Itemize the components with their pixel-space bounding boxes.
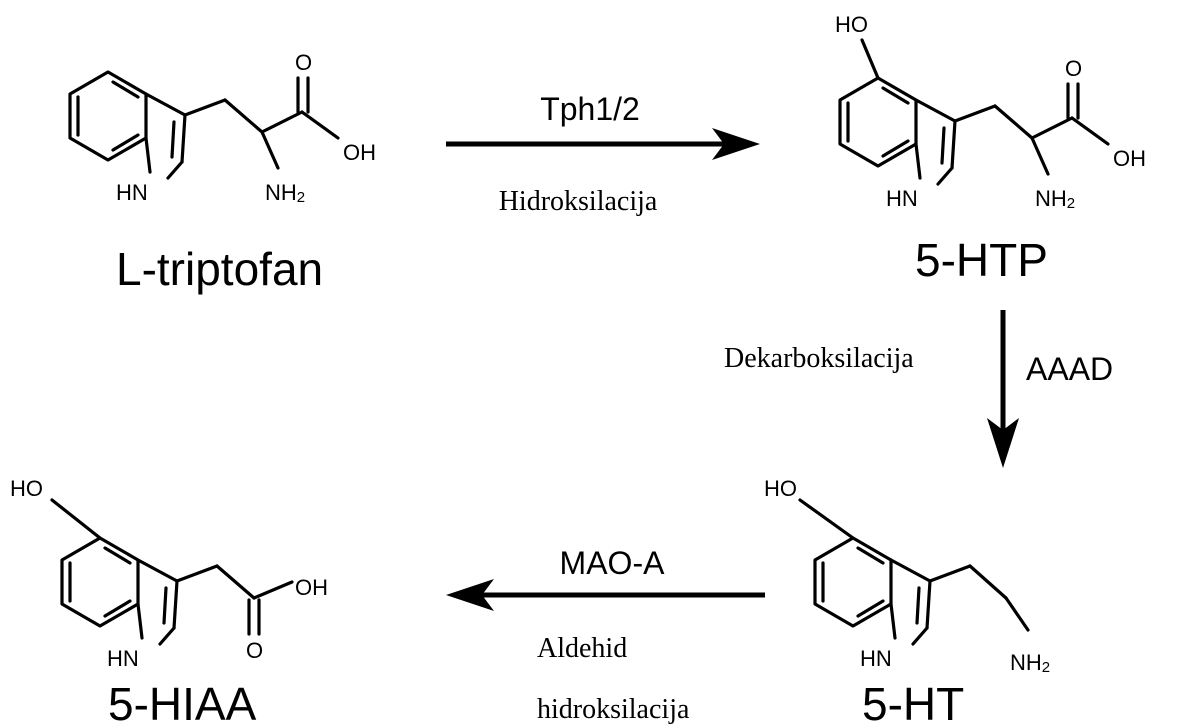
htp-oxo-label: O — [1065, 56, 1082, 81]
tryptophan-oxo-label: O — [295, 50, 312, 75]
hiaa-ho-label: HO — [10, 476, 43, 501]
enzyme-aaad: AAAD — [1026, 351, 1113, 387]
hiaa-structure — [50, 498, 294, 646]
compound-l-tryptophan: HN O OH NH2 L-triptofan — [68, 50, 376, 295]
process-hidroksilacija-2: hidroksilacija — [537, 694, 690, 725]
reaction-decarboxylation: Dekarboksilacija AAAD — [724, 310, 1113, 468]
hiaa-oh-label: OH — [295, 575, 328, 600]
process-aldehid: Aldehid — [537, 633, 627, 664]
reaction-oxidative-deamination: MAO-A Aldehid hidroksilacija — [446, 545, 765, 725]
hiaa-hn-label: HN — [107, 646, 139, 671]
compound-5-hiaa: HO HN OH O 5-HIAA — [10, 476, 328, 726]
ht-hn-label: HN — [860, 646, 892, 671]
arrow-head-right — [712, 128, 760, 160]
htp-oh-label: OH — [1113, 146, 1146, 171]
process-hidroksilacija: Hidroksilacija — [499, 186, 658, 217]
htp-name: 5-HTP — [915, 234, 1048, 286]
ht-structure — [798, 498, 1030, 646]
tryptophan-hn-label: HN — [116, 180, 148, 205]
tryptophan-amine-label: NH2 — [265, 180, 305, 206]
tryptophan-oh-label: OH — [343, 140, 376, 165]
ht-amine-label: NH2 — [1010, 650, 1050, 676]
enzyme-mao-a: MAO-A — [560, 545, 666, 581]
arrow-head-left — [446, 579, 494, 611]
hiaa-name: 5-HIAA — [108, 678, 257, 726]
enzyme-tph: Tph1/2 — [540, 91, 640, 127]
process-dekarboksilacija: Dekarboksilacija — [724, 343, 914, 374]
compound-5-htp: HO HN O OH NH2 5-HTP — [835, 12, 1146, 286]
hiaa-oxo-label: O — [246, 638, 263, 663]
ht-ho-label: HO — [764, 476, 797, 501]
htp-amine-label: NH2 — [1035, 186, 1075, 212]
htp-structure — [838, 38, 1110, 186]
arrow-head-down — [987, 418, 1019, 468]
compound-5-ht: HO HN NH2 5-HT — [764, 476, 1050, 726]
htp-hn-label: HN — [886, 186, 918, 211]
reaction-hydroxylation: Tph1/2 Hidroksilacija — [446, 91, 760, 217]
ht-name: 5-HT — [862, 678, 964, 726]
tryptophan-name: L-triptofan — [116, 243, 323, 295]
tryptophan-structure — [68, 70, 340, 180]
htp-ho-label: HO — [835, 12, 868, 37]
